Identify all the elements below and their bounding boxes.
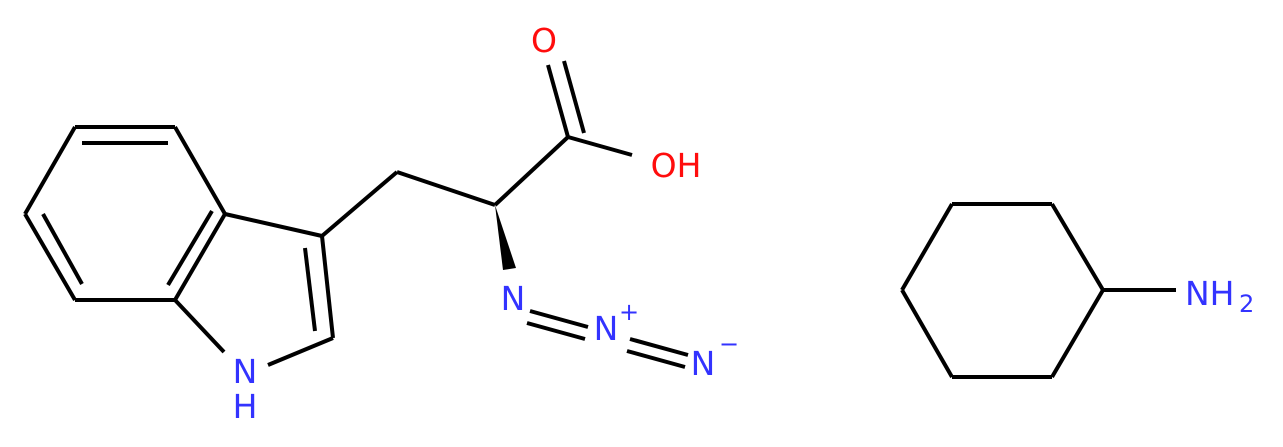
bond — [173, 126, 227, 215]
azide-n2-charge: + — [619, 298, 639, 326]
azide-bonds — [526, 309, 689, 369]
azide-n3-charge: − — [719, 330, 739, 358]
double-bond-inner — [303, 247, 317, 332]
amine-h-subscript: 2 — [1239, 290, 1254, 318]
bond-c-oh — [567, 135, 633, 157]
bond — [900, 202, 954, 292]
cyclohexylamine-molecule: NH 2 — [900, 202, 1254, 379]
carbonyl-oxygen-label: O — [531, 21, 557, 60]
azido-tryptophan-molecule: O OH N H N N + N − — [23, 21, 739, 426]
double-bond-inner — [41, 213, 84, 285]
azide-n1-label: N — [501, 279, 526, 318]
bond — [526, 321, 586, 341]
bond — [267, 336, 334, 367]
indole-hydrogen-label: H — [233, 387, 258, 426]
bond — [173, 298, 226, 354]
bond — [626, 349, 686, 369]
bond — [1050, 202, 1105, 292]
stereo-wedge-bond — [495, 205, 516, 270]
bond-ch2-alpha — [396, 170, 496, 207]
bond — [23, 212, 77, 302]
amine-label: NH — [1185, 274, 1235, 313]
bond — [529, 309, 589, 329]
bond-carbonyl-double — [562, 60, 586, 134]
bond-ring-ch2 — [320, 170, 399, 238]
bond-alpha-carboxyl — [493, 135, 570, 207]
azide-n3-label: N — [691, 344, 716, 383]
bond — [23, 126, 77, 215]
pyrrole-ring — [173, 212, 335, 367]
double-bond-inner — [166, 209, 214, 287]
bond — [320, 235, 335, 339]
azide-n2-label: N — [594, 309, 619, 348]
bond — [224, 212, 323, 238]
benzene-ring — [23, 125, 227, 302]
bond — [1050, 288, 1105, 379]
indole-nitrogen-label: N — [233, 352, 258, 391]
bond-carbonyl — [546, 64, 570, 138]
bond — [900, 289, 954, 378]
hydroxyl-label: OH — [651, 146, 702, 185]
bond — [173, 212, 227, 302]
bond — [629, 337, 689, 357]
